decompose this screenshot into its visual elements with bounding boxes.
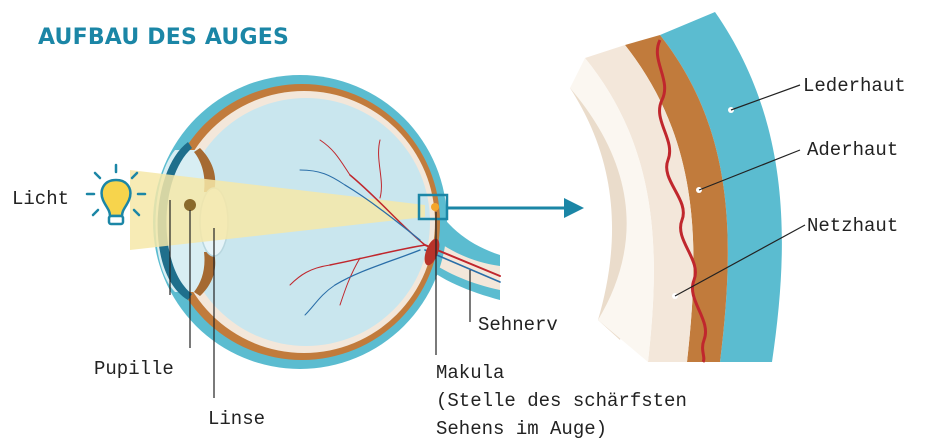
arrow-right-icon — [448, 198, 584, 218]
label-lederhaut: Lederhaut — [803, 75, 906, 97]
label-licht: Licht — [12, 188, 69, 210]
label-linse: Linse — [208, 408, 265, 430]
retina-detail-zoom — [570, 12, 805, 362]
page-title: AUFBAU DES AUGES — [38, 25, 289, 50]
label-netzhaut: Netzhaut — [807, 215, 898, 237]
focus-light-point — [431, 203, 439, 211]
label-aderhaut: Aderhaut — [807, 139, 898, 161]
label-pupille: Pupille — [94, 358, 174, 380]
label-makula-desc-2: Sehens im Auge) — [436, 418, 607, 440]
pupil-dot — [184, 199, 196, 211]
label-makula: Makula — [436, 362, 504, 384]
label-sehnerv: Sehnerv — [478, 314, 558, 336]
label-makula-desc-1: (Stelle des schärfsten — [436, 390, 687, 412]
